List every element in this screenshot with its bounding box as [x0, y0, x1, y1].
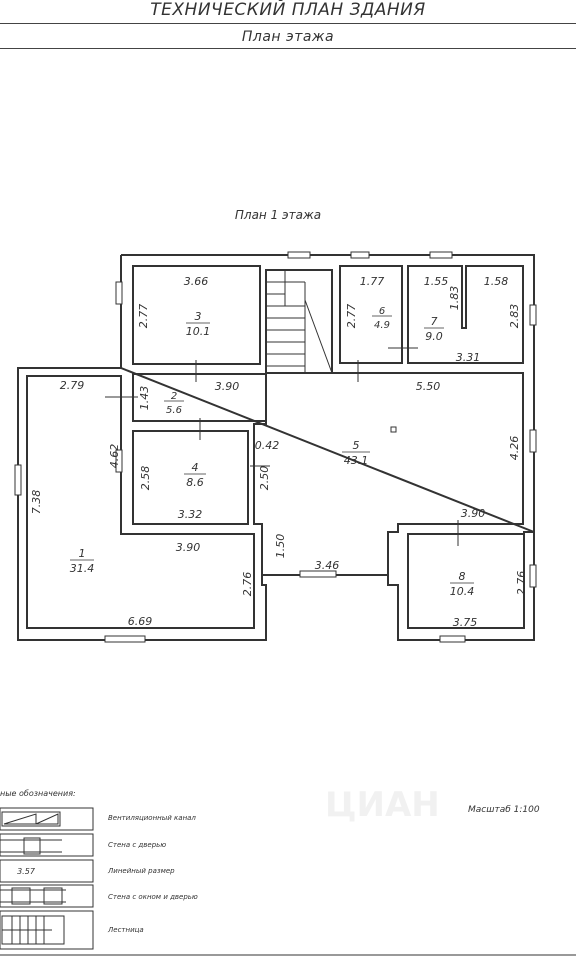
room-1-wall	[26, 375, 255, 629]
window	[14, 464, 22, 496]
dimension-label: 2.77	[345, 304, 358, 329]
dimension-label: 3.31	[456, 351, 481, 364]
dimension-label: 1.77	[360, 275, 385, 288]
dimension-label: 1.58	[484, 275, 509, 288]
document-title: ТЕХНИЧЕСКИЙ ПЛАН ЗДАНИЯ	[150, 0, 426, 20]
hall-5-wall	[253, 372, 524, 576]
outer-wall	[121, 254, 535, 533]
legend-item-vent: Вентиляционный канал	[108, 814, 196, 822]
dimension-label: 3.90	[215, 380, 240, 393]
dimension-label: 4.26	[508, 436, 521, 461]
room-4-area: 8.6	[186, 476, 204, 489]
dimension-label: 7.38	[30, 490, 43, 515]
room-6-wall	[339, 265, 403, 364]
dimension-label: 3.90	[461, 507, 486, 520]
subtitle-rule	[0, 48, 576, 49]
legend-samples	[0, 807, 94, 950]
dimension-label: 3.46	[315, 559, 340, 572]
document-subtitle: План этажа	[241, 29, 335, 45]
dimension-label: 2.83	[508, 304, 521, 329]
legend-item-wall-window-door: Стена с окном и дверью	[108, 893, 198, 901]
room-1-number: 1	[79, 547, 86, 560]
legend-item-dimension: Линейный размер	[108, 867, 175, 875]
window	[439, 635, 466, 643]
scale-label: Масштаб 1:100	[468, 805, 540, 815]
room-7-wall	[407, 265, 524, 364]
room-3-area: 10.1	[186, 325, 211, 338]
window	[287, 251, 311, 259]
window	[115, 449, 123, 473]
legend-item-wall-door: Стена с дверью	[108, 841, 167, 849]
dimension-label: 4.62	[108, 444, 121, 469]
room-8-area: 10.4	[450, 585, 475, 598]
window	[529, 304, 537, 326]
window	[115, 281, 123, 305]
title-rule	[0, 23, 576, 24]
dimension-label: 0.42	[255, 439, 280, 452]
dimension-label: 3.66	[184, 275, 209, 288]
room-2-area: 5.6	[166, 405, 182, 416]
dimension-label: 3.90	[176, 541, 201, 554]
room-4-number: 4	[192, 461, 199, 474]
watermark: ЦИАН	[325, 785, 440, 825]
stair-box	[265, 269, 333, 374]
window	[104, 635, 146, 643]
window	[529, 429, 537, 453]
room-5-number: 5	[353, 439, 360, 452]
room-4-wall	[132, 430, 249, 525]
dimension-label: 2.58	[139, 466, 152, 491]
room-2-number: 2	[171, 391, 177, 402]
room-6-area: 4.9	[374, 320, 390, 331]
window	[429, 251, 453, 259]
dimension-label: 1.50	[274, 534, 287, 559]
legend-item-stair: Лестница	[108, 926, 144, 934]
room-8-wall	[407, 533, 525, 629]
dimension-label: 1.83	[448, 286, 461, 311]
dimension-label: 2.76	[515, 571, 528, 596]
room-1-area: 31.4	[70, 562, 95, 575]
plan-title: План 1 этажа	[235, 208, 321, 222]
room-7-number: 7	[431, 315, 438, 328]
room-5-area: 43.1	[344, 454, 369, 467]
dimension-label: 5.50	[416, 380, 441, 393]
legend-title: ные обозначения:	[0, 789, 76, 798]
dimension-label: 3.32	[178, 508, 203, 521]
dimension-label: 2.76	[241, 572, 254, 597]
dimension-label: 1.55	[424, 275, 449, 288]
room-7-area: 9.0	[425, 330, 443, 343]
window	[529, 564, 537, 588]
legend-dimension-sample: 3.57	[17, 867, 36, 876]
room-3-number: 3	[195, 310, 202, 323]
dimension-label: 2.79	[60, 379, 85, 392]
dimension-label: 2.77	[137, 304, 150, 329]
dimension-label: 6.69	[128, 615, 153, 628]
room-8-number: 8	[459, 570, 466, 583]
dimension-label: 1.43	[138, 386, 151, 411]
room-6-number: 6	[379, 306, 385, 317]
dimension-label: 2.50	[258, 466, 271, 491]
window	[350, 251, 370, 259]
dimension-label: 3.75	[453, 616, 478, 629]
window	[299, 570, 337, 578]
outer-wall-right-bottom	[17, 367, 535, 641]
